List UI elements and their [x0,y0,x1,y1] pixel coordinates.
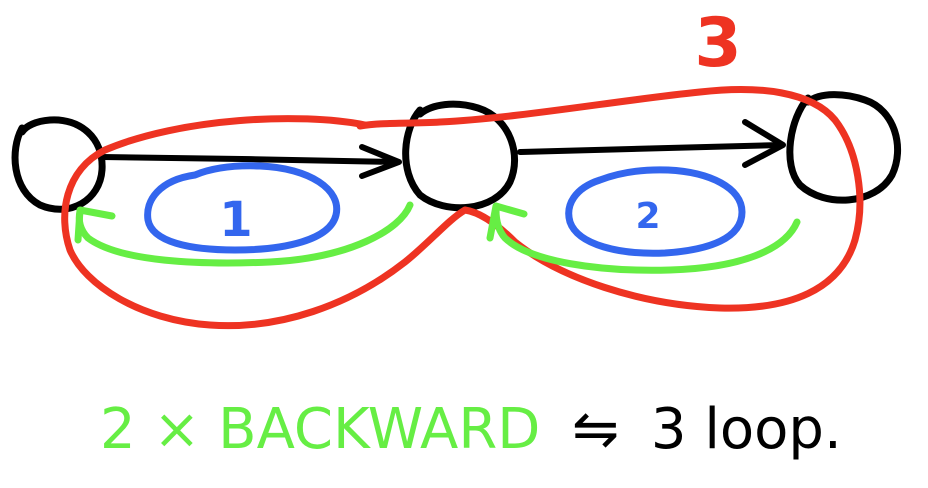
loop-label-1: 1 [219,192,252,248]
backward-edge-1-line [75,201,414,267]
backward-edge-1-arrowhead [74,206,116,244]
caption-equivalence-symbol: ⇋ [572,397,619,462]
loop-label-2: 2 [635,196,660,237]
caption: 2 × BACKWARD ⇋ 3 loop. [100,397,842,462]
node-left [11,116,106,213]
small-loops [144,162,746,257]
loop-label-3: 3 [694,4,741,83]
forward-edges [99,119,786,179]
forward-edge-1-arrowhead [359,144,402,179]
node-right [786,91,902,204]
backward-edge-2-line [492,206,801,274]
small-loop-1 [144,162,341,254]
backward-edges [74,201,801,274]
small-loop-2 [565,166,746,257]
caption-backward: 2 × BACKWARD [100,397,540,462]
backward-edge-2-arrowhead [486,202,528,242]
forward-edge-2-arrowhead [742,119,786,168]
node-middle [402,100,519,212]
forward-edge-1-line [99,154,401,165]
forward-edge-2-line [517,142,785,155]
graph-nodes [11,91,902,213]
caption-loop: 3 loop. [651,397,842,462]
